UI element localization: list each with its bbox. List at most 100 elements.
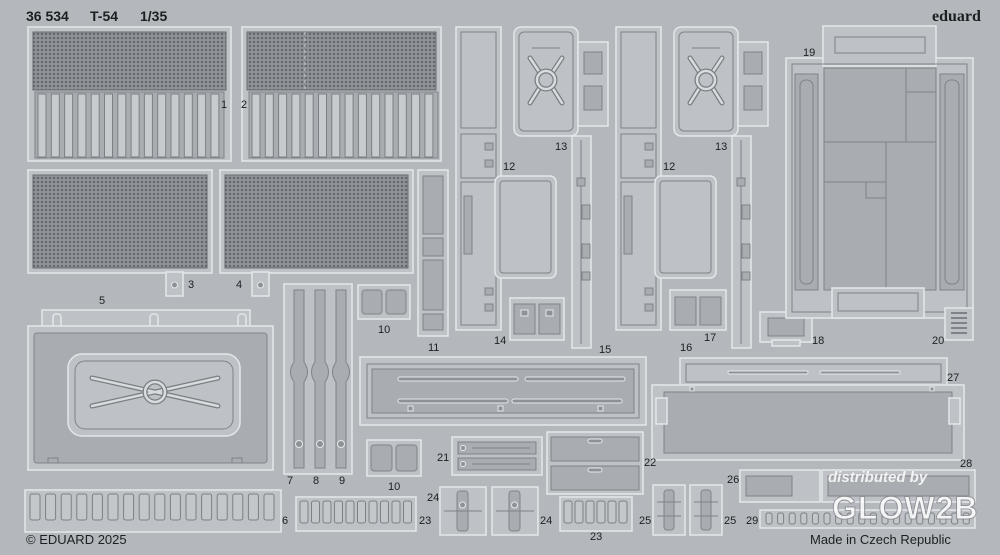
part-29-link (800, 512, 808, 525)
part-13-side-cutout (583, 85, 603, 111)
part-13-side-cutout (583, 51, 603, 75)
part-23-tab (618, 500, 628, 524)
slat (291, 93, 301, 158)
part-29-link (811, 512, 819, 525)
part-13-ring (535, 69, 557, 91)
part-15-inner (366, 363, 640, 419)
slat (64, 93, 74, 158)
part-15-slot (511, 398, 623, 404)
slat (264, 93, 274, 158)
part-13-hatch (513, 26, 579, 137)
slat (104, 93, 113, 158)
long-strip-slot (581, 271, 591, 281)
part-27-slot (819, 370, 901, 375)
part-12-slot (484, 303, 494, 312)
slat (397, 93, 407, 158)
part-14-half (513, 303, 536, 335)
part-29-link (962, 512, 970, 525)
sheet-model: T-54 (90, 8, 118, 24)
slat (304, 93, 314, 158)
part-19-large-panel (785, 25, 974, 319)
part-19-cell (905, 67, 937, 93)
part-26 (739, 469, 821, 503)
slat (424, 93, 434, 158)
part-6-tab (107, 493, 119, 521)
part-number-4: 4 (236, 279, 242, 291)
part-number-7: 7 (287, 475, 293, 487)
part-27-box-plate (651, 357, 965, 461)
part-29-link (939, 512, 947, 525)
part-15-hole (407, 405, 414, 412)
part-26-plate (745, 475, 793, 497)
slat (331, 93, 341, 158)
part-19-left-rail (794, 73, 819, 291)
slat (251, 93, 261, 158)
part-29-link (927, 512, 935, 525)
part-20-coils (951, 312, 967, 334)
part-17 (699, 296, 722, 326)
part-number-2: 2 (241, 99, 247, 111)
part-21-hole (460, 445, 466, 451)
part-2-grille (241, 26, 442, 162)
part-28-plate (827, 475, 970, 497)
part-number-19: 19 (803, 47, 815, 59)
part-23-tab (585, 500, 595, 524)
watermark-distributed-by: distributed by (828, 469, 928, 486)
part-23-tab (368, 500, 378, 524)
part-12-middle-panel (460, 133, 497, 179)
part-23-tab (563, 500, 573, 524)
part-14 (509, 297, 565, 341)
part-23-tabs (299, 500, 412, 524)
part-21-hole (460, 461, 466, 467)
part-27-top-inner (685, 363, 942, 383)
part-2-mesh (246, 31, 437, 91)
part-15-slot (397, 376, 519, 382)
part-number-11: 11 (428, 342, 439, 354)
part-14-hole (520, 309, 529, 317)
part-5-ring (143, 380, 167, 404)
part-7-hole (295, 440, 303, 448)
part-23-tab (403, 500, 412, 524)
part-29-link (777, 512, 785, 525)
part-number-15: 15 (599, 344, 611, 356)
slat (371, 93, 381, 158)
slat (130, 93, 140, 158)
part-23-tab (596, 500, 606, 524)
part-24-a (439, 486, 487, 536)
slat (77, 93, 87, 158)
part-number-8: 8 (313, 475, 319, 487)
slat (37, 93, 47, 158)
part-12-upper-panel (460, 31, 497, 129)
part-number-1: 1 (221, 99, 227, 111)
part-24-hole (511, 501, 518, 509)
part-27-top (679, 357, 948, 387)
part-number-3: 3 (188, 279, 194, 291)
part-12-bracket (463, 195, 473, 255)
part-3-mesh-panel (27, 169, 213, 297)
part-15-long-plate (359, 356, 647, 426)
part-29-link (869, 512, 877, 525)
part-10-clip (395, 444, 418, 472)
part-7-strap (290, 289, 308, 469)
part-23-tab (607, 500, 617, 524)
part-10-clip (385, 289, 407, 315)
part-12-slot (484, 159, 494, 168)
part-16 (674, 296, 697, 326)
part-11-segment (422, 259, 444, 311)
part-18-tab (771, 339, 801, 347)
part-27-bracket (948, 397, 961, 425)
part-5-notch (231, 457, 243, 464)
origin-text: Made in Czech Republic (810, 532, 951, 547)
copyright-text: © EDUARD 2025 (26, 532, 127, 547)
part-number-18: 18 (812, 335, 824, 347)
part-number-24-a: 24 (427, 492, 439, 504)
part-6-tab-row (24, 489, 282, 533)
part-number-12-a: 12 (503, 161, 515, 173)
part-22-slot (587, 438, 603, 444)
part-24-hole (459, 501, 466, 509)
part-29-link (951, 512, 959, 525)
part-23-tab (345, 500, 355, 524)
part-number-13-b: 13 (715, 141, 727, 153)
part-1-slat-bed (34, 91, 225, 159)
part-number-20: 20 (932, 335, 944, 347)
